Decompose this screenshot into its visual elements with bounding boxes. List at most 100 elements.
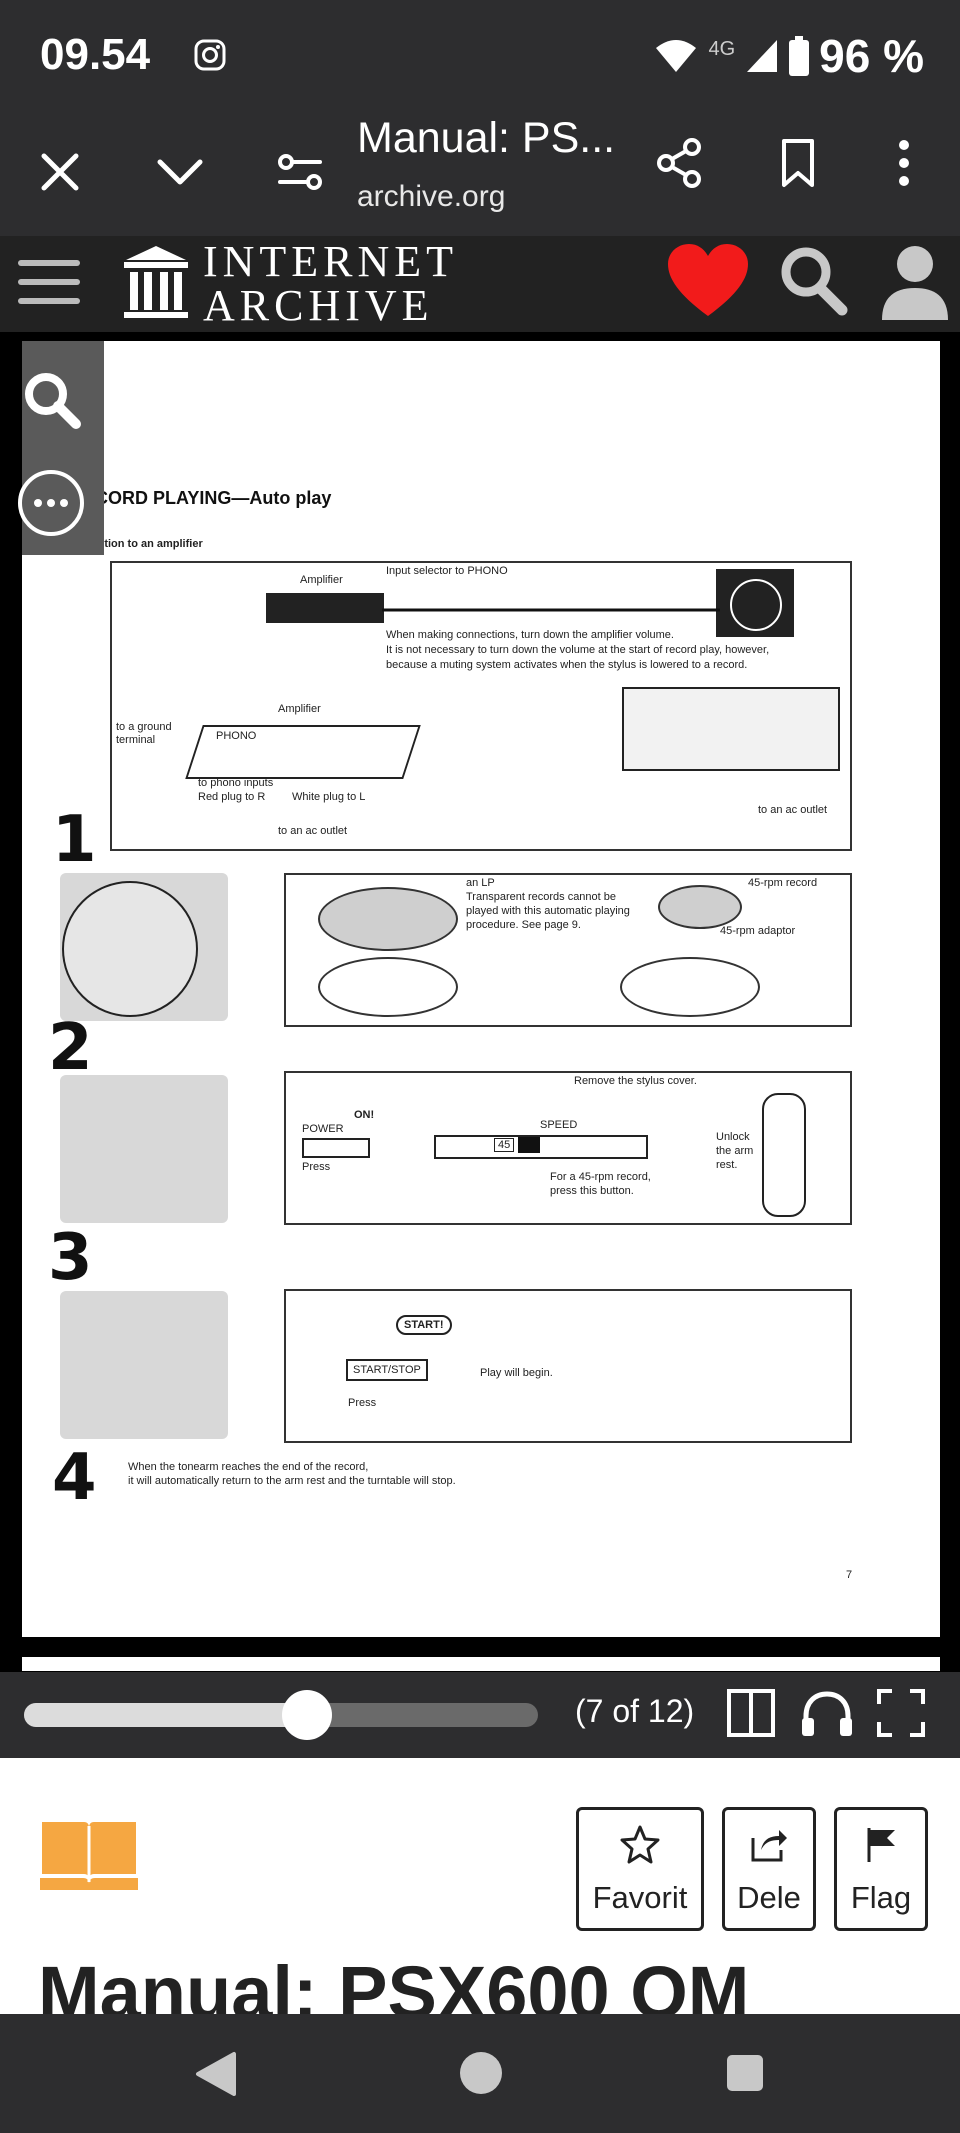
- label-for-45-2: press this button.: [550, 1185, 634, 1197]
- turntable-record-graphic: [730, 579, 782, 631]
- site-settings-icon[interactable]: [272, 144, 328, 200]
- read-aloud-icon[interactable]: [800, 1688, 854, 1738]
- label-amplifier-top: Amplifier: [300, 574, 343, 586]
- share-label: Dele: [737, 1880, 801, 1915]
- page-number: 7: [846, 1569, 853, 1581]
- two-page-view-icon[interactable]: [726, 1688, 776, 1738]
- label-connection-note: When making connections, turn down the a…: [386, 629, 674, 641]
- favorite-label: Favorit: [592, 1880, 688, 1915]
- step-number-2: 2: [48, 1011, 93, 1085]
- hamburger-menu-icon[interactable]: [18, 256, 80, 308]
- speed-panel-graphic: [434, 1135, 648, 1159]
- step-number-1: 1: [52, 803, 97, 877]
- search-inside-icon[interactable]: [18, 366, 84, 432]
- step2-turntable-image: [60, 1075, 228, 1223]
- label-play-begin: Play will begin.: [480, 1367, 553, 1379]
- label-amplifier-mid: Amplifier: [278, 703, 321, 715]
- archive-logo-text[interactable]: INTERNET ARCHIVE: [203, 240, 458, 328]
- step3-diagram: [284, 1289, 852, 1443]
- heart-icon[interactable]: [668, 244, 748, 318]
- more-tools-icon[interactable]: [16, 468, 86, 538]
- label-terminal: terminal: [116, 734, 156, 746]
- home-icon[interactable]: [458, 2050, 504, 2096]
- label-speed-45: 45: [494, 1138, 515, 1152]
- share-arrow-icon: [751, 1830, 787, 1862]
- label-on: ON!: [354, 1109, 375, 1121]
- label-unlock-1: Unlock: [716, 1131, 750, 1143]
- power-button-graphic: [302, 1138, 370, 1158]
- doc-heading: RECORD PLAYING—Auto play: [70, 488, 332, 508]
- amplifier-front-graphic: [266, 593, 384, 623]
- label-remove-cover: Remove the stylus cover.: [574, 1075, 697, 1087]
- favorite-button[interactable]: Favorit: [576, 1807, 704, 1931]
- chevron-down-icon[interactable]: [152, 144, 208, 200]
- label-press-2: Press: [348, 1397, 377, 1409]
- page-title[interactable]: Manual: PS...: [357, 114, 616, 162]
- label-input-selector: Input selector to PHONO: [386, 565, 508, 577]
- flag-label: Flag: [850, 1880, 912, 1915]
- label-ground: to a ground: [116, 721, 172, 733]
- label-transparent-1: Transparent records cannot be: [466, 891, 617, 903]
- status-indicators: 4G 96 %: [654, 28, 924, 84]
- bookmark-icon[interactable]: [770, 135, 826, 191]
- label-press-1: Press: [302, 1161, 331, 1173]
- page-slider-thumb[interactable]: [281, 1690, 332, 1740]
- book-icon: [40, 1822, 138, 1890]
- step3-turntable-image: [60, 1291, 228, 1439]
- page-slider-fill: [24, 1703, 307, 1727]
- book-page[interactable]: RECORD PLAYING—Auto play Connection to a…: [22, 341, 940, 1637]
- status-time: 09.54: [40, 30, 151, 79]
- user-avatar-icon[interactable]: [880, 244, 950, 320]
- logo-line-1: INTERNET: [203, 237, 459, 286]
- lp-platter-graphic: [318, 957, 458, 1017]
- label-power: POWER: [302, 1123, 344, 1135]
- arm-rest-graphic: [762, 1093, 806, 1217]
- label-ac-outlet-left: to an ac outlet: [278, 825, 348, 837]
- status-bar: 09.54 4G 96 %: [0, 0, 960, 110]
- label-45rpm-record: 45-rpm record: [748, 877, 818, 889]
- star-icon: [620, 1825, 660, 1864]
- step1-diagram: [284, 873, 852, 1027]
- label-ac-outlet-right: to an ac outlet: [758, 804, 828, 816]
- share-button[interactable]: Dele: [722, 1807, 816, 1931]
- recents-icon[interactable]: [726, 2054, 764, 2092]
- label-start-stop: START/STOP: [346, 1359, 428, 1381]
- label-connection-note-2: It is not necessary to turn down the vol…: [386, 644, 770, 656]
- more-options-icon[interactable]: [884, 135, 924, 191]
- lp-record-graphic: [318, 887, 458, 951]
- next-book-page[interactable]: [22, 1657, 940, 1671]
- archive-logo-icon[interactable]: [122, 244, 190, 320]
- share-icon[interactable]: [652, 135, 708, 191]
- rpm45-record-graphic: [658, 885, 742, 929]
- label-transparent-2: played with this automatic playing: [466, 905, 630, 917]
- label-transparent-3: procedure. See page 9.: [466, 919, 581, 931]
- search-icon[interactable]: [778, 244, 848, 318]
- label-phono-inputs: to phono inputs: [198, 777, 274, 789]
- step1-record-circle: [62, 881, 198, 1017]
- step-number-3: 3: [48, 1221, 93, 1295]
- speed-button-graphic: [518, 1137, 540, 1153]
- label-connection-note-3: because a muting system activates when t…: [386, 659, 748, 671]
- page-url[interactable]: archive.org: [357, 180, 506, 213]
- label-for-45-1: For a 45-rpm record,: [550, 1171, 651, 1183]
- wifi-icon: [656, 40, 697, 72]
- amplifier-cable-graphic: [382, 608, 720, 612]
- turntable-side-graphic: [622, 687, 840, 771]
- battery-percent: 96 %: [819, 30, 924, 82]
- label-red-plug: Red plug to R: [198, 791, 266, 803]
- connection-diagram: [110, 561, 852, 851]
- step-number-4: 4: [52, 1441, 97, 1515]
- battery-icon: [789, 36, 810, 76]
- label-end-1: When the tonearm reaches the end of the …: [128, 1461, 369, 1473]
- close-icon[interactable]: [32, 144, 88, 200]
- label-speed: SPEED: [540, 1119, 578, 1131]
- page-indicator: (7 of 12): [575, 1693, 695, 1729]
- fullscreen-icon[interactable]: [876, 1688, 926, 1738]
- label-end-2: it will automatically return to the arm …: [128, 1475, 456, 1487]
- label-phono: PHONO: [216, 730, 257, 742]
- label-an-lp: an LP: [466, 877, 495, 889]
- back-icon[interactable]: [194, 2050, 238, 2098]
- label-start-bubble: START!: [396, 1315, 452, 1335]
- flag-button[interactable]: Flag: [834, 1807, 928, 1931]
- logo-line-2: ARCHIVE: [203, 281, 434, 330]
